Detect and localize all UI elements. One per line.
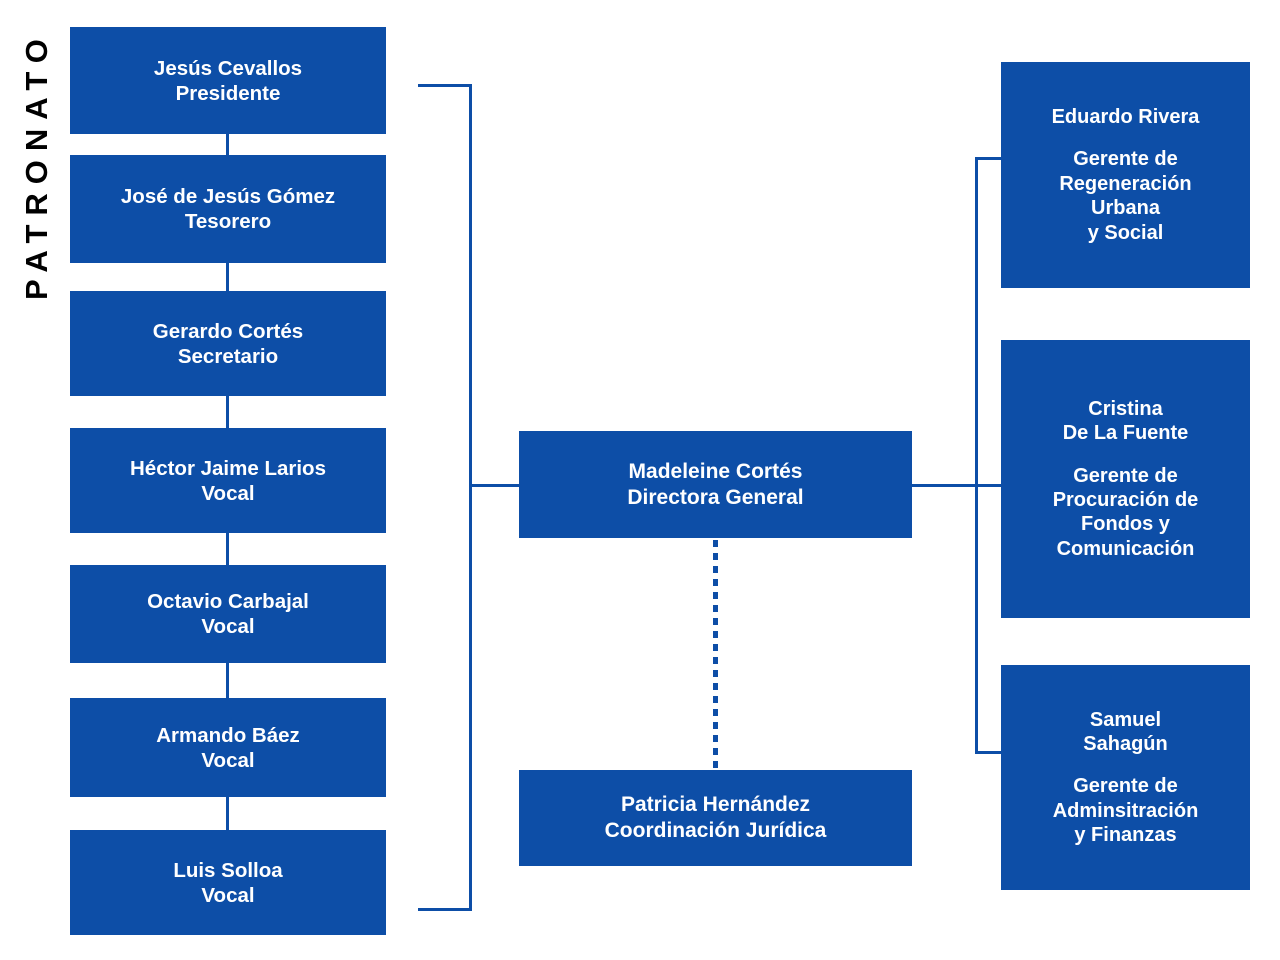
connector-bracket-to-director	[469, 484, 521, 487]
legal-role: Coordinación Jurídica	[604, 819, 827, 842]
director-name: Madeleine Cortés	[628, 459, 803, 483]
manager-role-line2: Regeneración	[1059, 172, 1192, 195]
manager-role-line2: Adminsitración	[1052, 799, 1199, 822]
board-member-box-secretario[interactable]: Gerardo Cortés Secretario	[70, 291, 386, 396]
connector-right-bracket-spine	[975, 157, 978, 754]
director-general-box[interactable]: Madeleine Cortés Directora General	[519, 431, 912, 538]
legal-name: Patricia Hernández	[620, 793, 811, 817]
board-member-box-vocal-2[interactable]: Octavio Carbajal Vocal	[70, 565, 386, 663]
board-member-box-presidente[interactable]: Jesús Cevallos Presidente	[70, 27, 386, 134]
board-member-role: Vocal	[201, 481, 255, 505]
manager-box-administracion-finanzas[interactable]: Samuel Sahagún Gerente de Adminsitración…	[1001, 665, 1250, 890]
manager-box-regeneracion-urbana[interactable]: Eduardo Rivera Gerente de Regeneración U…	[1001, 62, 1250, 288]
board-member-role: Secretario	[177, 344, 279, 368]
manager-name-line1: Cristina	[1088, 397, 1163, 420]
board-member-name: Jesús Cevallos	[153, 56, 303, 80]
board-member-box-vocal-3[interactable]: Armando Báez Vocal	[70, 698, 386, 797]
legal-coordination-box[interactable]: Patricia Hernández Coordinación Jurídica	[519, 770, 912, 866]
board-member-role: Vocal	[201, 883, 255, 907]
director-role: Directora General	[627, 485, 804, 509]
manager-role-line4: Comunicación	[1056, 537, 1195, 560]
board-member-name: Octavio Carbajal	[147, 590, 309, 613]
connector-board-bracket-spine	[469, 84, 472, 911]
manager-name-line1: Eduardo Rivera	[1051, 106, 1200, 129]
manager-role-line3: Fondos y	[1081, 513, 1170, 536]
board-member-name: Armando Báez	[156, 723, 300, 747]
board-member-name: Héctor Jaime Larios	[130, 456, 326, 480]
manager-role-line4: y Social	[1087, 221, 1164, 244]
connector-director-to-right-bracket	[912, 484, 1002, 487]
connector-board-2-3	[226, 263, 229, 291]
board-member-name: Gerardo Cortés	[152, 319, 304, 343]
board-member-role: Tesorero	[184, 210, 272, 233]
board-member-role: Vocal	[201, 748, 255, 772]
connector-right-bracket-top-arm	[975, 157, 1003, 160]
board-member-box-vocal-1[interactable]: Héctor Jaime Larios Vocal	[70, 428, 386, 533]
connector-board-1-2	[226, 134, 229, 155]
connector-board-bracket-top	[418, 84, 472, 87]
board-member-box-vocal-4[interactable]: Luis Solloa Vocal	[70, 830, 386, 935]
manager-name-line1: Samuel	[1089, 708, 1162, 731]
connector-board-5-6	[226, 663, 229, 698]
connector-right-bracket-bottom-arm	[975, 751, 1003, 754]
board-member-role: Vocal	[201, 615, 255, 638]
manager-name-line2: De La Fuente	[1062, 422, 1189, 445]
manager-role-line2: Procuración de	[1052, 489, 1199, 511]
manager-name-line2: Sahagún	[1083, 732, 1168, 755]
board-member-role: Presidente	[175, 81, 281, 105]
board-member-name: José de Jesús Gómez	[120, 185, 336, 208]
manager-role-line1: Gerente de	[1073, 148, 1178, 171]
manager-role-line3: Urbana	[1091, 197, 1160, 220]
manager-box-procuracion-fondos[interactable]: Cristina De La Fuente Gerente de Procura…	[1001, 340, 1250, 618]
board-member-name: Luis Solloa	[173, 858, 283, 882]
manager-role-line1: Gerente de	[1073, 464, 1178, 487]
manager-role-line3: y Finanzas	[1074, 824, 1177, 847]
patronato-side-label: PATRONATO	[19, 30, 54, 300]
manager-role-line1: Gerente de	[1073, 775, 1178, 798]
connector-board-4-5	[226, 533, 229, 565]
board-member-box-tesorero[interactable]: José de Jesús Gómez Tesorero	[70, 155, 386, 263]
connector-board-bracket-bottom	[418, 908, 472, 911]
connector-board-6-7	[226, 797, 229, 830]
connector-board-3-4	[226, 396, 229, 428]
connector-director-to-legal-dotted	[713, 540, 718, 770]
